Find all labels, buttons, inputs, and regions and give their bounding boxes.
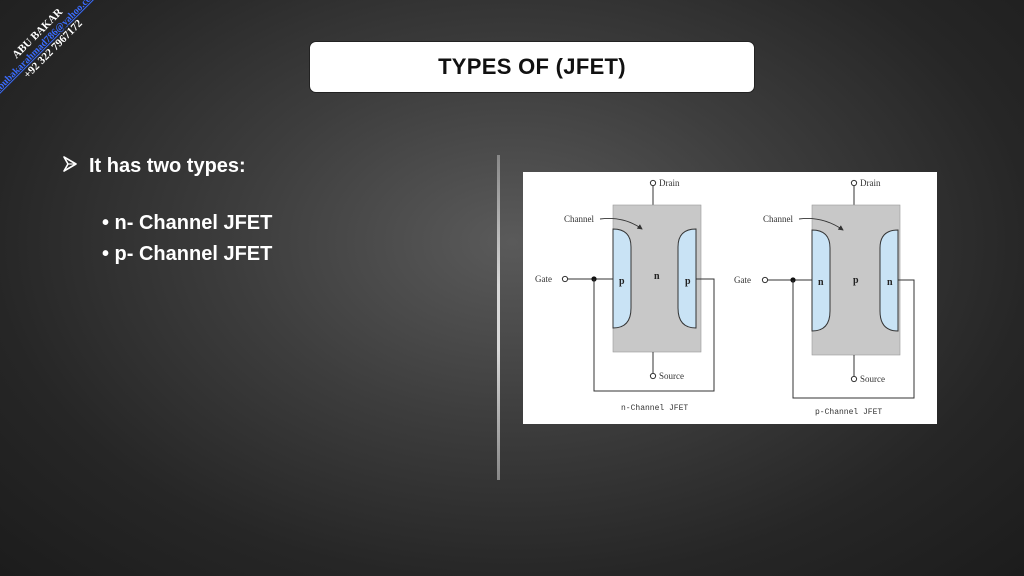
slide-title: TYPES OF (JFET): [438, 54, 626, 79]
p-source-terminal: [850, 375, 858, 383]
n-channel-arrow: [599, 218, 643, 230]
n-gate-loop-wire: [593, 278, 715, 392]
vertical-divider: [497, 155, 500, 480]
n-source-label: Source: [659, 371, 684, 381]
author-watermark: ABU BAKAR abubakarahmad786@yahoo.com +92…: [0, 0, 165, 161]
slide-title-box: TYPES OF (JFET): [309, 41, 755, 93]
bullet-list: It has two types: • n- Channel JFET • p-…: [62, 155, 272, 270]
n-channel-caption: n-Channel JFET: [621, 404, 688, 413]
p-drain-label: Drain: [860, 178, 881, 188]
p-right-gate-region: [879, 229, 899, 332]
n-right-gate-region: [677, 228, 697, 329]
sub-bullet-list: • n- Channel JFET • p- Channel JFET: [62, 208, 272, 270]
n-center-region-label: n: [654, 271, 660, 282]
sub-bullet-p-channel: • p- Channel JFET: [102, 243, 273, 265]
main-bullet: It has two types:: [62, 155, 272, 178]
p-left-region-label: n: [818, 277, 824, 288]
n-right-region-label: p: [685, 276, 691, 287]
p-channel-arrow: [798, 218, 844, 231]
n-left-gate-region: [612, 228, 632, 329]
n-drain-label: Drain: [659, 178, 680, 188]
p-center-region-label: p: [853, 275, 859, 286]
sub-bullet-n-channel: • n- Channel JFET: [102, 212, 273, 234]
n-left-region-label: p: [619, 276, 625, 287]
n-gate-terminal: [561, 275, 569, 283]
p-gate-label: Gate: [734, 275, 751, 285]
p-channel-caption: p-Channel JFET: [815, 408, 882, 417]
p-drain-terminal: [850, 179, 858, 187]
n-channel-jfet-diagram: Drain p n p Channel Gate Source n-Channe…: [535, 178, 715, 413]
p-gate-loop-wire: [792, 279, 915, 399]
p-right-region-label: n: [887, 277, 893, 288]
p-source-label: Source: [860, 374, 885, 384]
jfet-diagram: Drain p n p Channel Gate Source n-Channe…: [535, 178, 915, 417]
p-channel-jfet-diagram: Drain n p n Channel Gate Source p-Channe…: [734, 178, 915, 417]
jfet-diagram-figure: Drain p n p Channel Gate Source n-Channe…: [523, 172, 937, 424]
n-channel-annotation: Channel: [564, 214, 594, 224]
p-gate-terminal: [761, 276, 769, 284]
n-drain-terminal: [649, 179, 657, 187]
p-left-gate-region: [811, 229, 831, 332]
main-bullet-text: It has two types:: [89, 155, 246, 177]
n-gate-label: Gate: [535, 274, 552, 284]
arrow-bullet-icon: [62, 155, 80, 178]
n-source-terminal: [649, 372, 657, 380]
p-channel-annotation: Channel: [763, 214, 793, 224]
